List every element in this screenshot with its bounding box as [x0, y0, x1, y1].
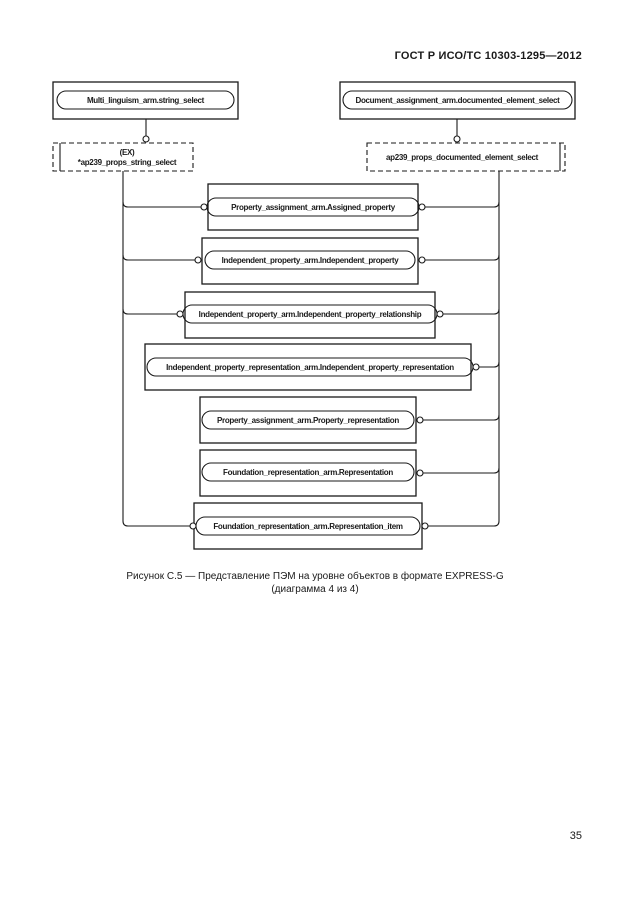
select-box-string-select: Multi_linguism_arm.string_select [52, 81, 239, 120]
document-id-header: ГОСТ Р ИСО/ТС 10303-1295—2012 [394, 50, 582, 62]
item-label-2: Independent_property_arm.Independent_pro… [222, 256, 400, 265]
top-right-select-label: Document_assignment_arm.documented_eleme… [355, 96, 560, 105]
item-label-4: Independent_property_representation_arm.… [166, 363, 454, 372]
item-label-6: Foundation_representation_arm.Representa… [223, 468, 393, 477]
select-box-documented-element-select: Document_assignment_arm.documented_eleme… [339, 81, 576, 120]
item-label-5: Property_assignment_arm.Property_represe… [217, 416, 399, 425]
page-number: 35 [569, 830, 582, 842]
ref-box-right: ap239_props_documented_element_select [366, 142, 566, 172]
right-ref-label: ap239_props_documented_element_select [386, 153, 539, 162]
entity-independent-property: Independent_property_arm.Independent_pro… [201, 237, 419, 285]
entity-independent-property-representation: Independent_property_representation_arm.… [144, 343, 474, 391]
caption-line-1: Рисунок С.5 — Представление ПЭМ на уровн… [126, 571, 504, 582]
top-left-select-label: Multi_linguism_arm.string_select [87, 96, 205, 105]
entity-representation-item: Foundation_representation_arm.Representa… [193, 502, 423, 550]
entity-assigned-property: Property_assignment_arm.Assigned_propert… [206, 183, 420, 231]
caption-line-2: (диаграмма 4 из 4) [271, 584, 359, 595]
entity-independent-property-relationship: Independent_property_arm.Independent_pro… [182, 291, 438, 339]
entity-representation: Foundation_representation_arm.Representa… [199, 449, 417, 497]
entity-property-representation: Property_assignment_arm.Property_represe… [199, 396, 417, 444]
left-ref-line2: *ap239_props_string_select [78, 158, 177, 167]
item-label-7: Foundation_representation_arm.Representa… [213, 522, 403, 531]
item-label-1: Property_assignment_arm.Assigned_propert… [231, 203, 396, 212]
ref-box-left: (EX) *ap239_props_string_select [52, 142, 194, 172]
item-label-3: Independent_property_arm.Independent_pro… [199, 310, 422, 319]
figure-caption: Рисунок С.5 — Представление ПЭМ на уровн… [0, 570, 630, 596]
left-ref-line1: (EX) [120, 148, 135, 157]
